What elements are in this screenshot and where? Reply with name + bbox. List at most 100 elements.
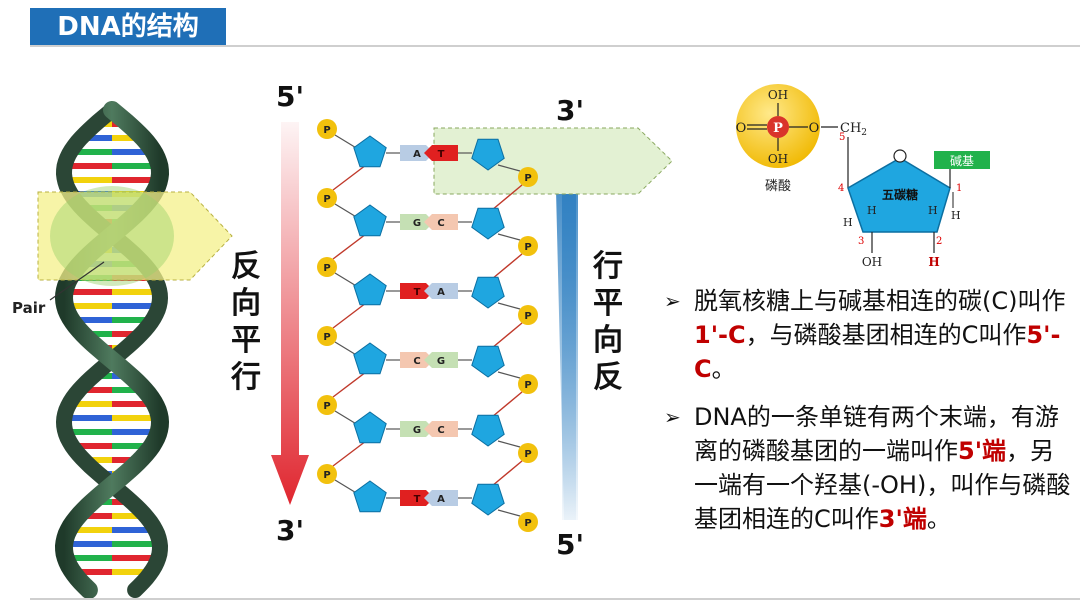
arrow-bullet-icon: ➢ [664, 289, 681, 313]
left-strand-top-end: 5' [276, 80, 305, 113]
phosphate-circle [518, 374, 538, 394]
base-tag [424, 214, 458, 230]
backbone-link [491, 253, 523, 280]
phosphate-oh-top: OH [768, 88, 788, 102]
phosphate-circle [317, 188, 337, 208]
phosphodiester-bond [334, 410, 359, 426]
helix-strand-front [54, 101, 170, 599]
phosphodiester-bond [334, 203, 359, 219]
base-letter: A [437, 494, 445, 505]
phosphodiester-bond [497, 164, 521, 172]
base-letter: C [413, 356, 420, 367]
phosphodiester-bond [334, 479, 359, 495]
deoxyribose-pentagon [847, 157, 951, 233]
c2-hydrogen: H [928, 255, 939, 269]
base-name: 碱基 [950, 154, 974, 168]
phosphate-label: P [323, 263, 330, 274]
phosphodiester-bond [497, 440, 521, 448]
base-letter: T [414, 494, 421, 505]
right-direction-char: 平 [593, 286, 623, 321]
pair-highlight-arrow [37, 191, 233, 281]
right-strand-top-end: 3' [556, 94, 585, 127]
phosphate-circle [317, 326, 337, 346]
phosphate-circle [518, 167, 538, 187]
base-tag [400, 352, 434, 368]
base-tag [400, 145, 434, 161]
phosphodiester-bond [334, 134, 359, 150]
backbone-link [491, 391, 523, 418]
base-tag [424, 283, 458, 299]
left-direction-char: 反 [231, 249, 261, 284]
pair-zoom-ellipse [50, 186, 174, 286]
sugar-name: 五碳糖 [882, 187, 918, 202]
phosphate-label: P [524, 449, 531, 460]
right-direction-text: 行 平 向 反 [588, 248, 628, 396]
sugar-pentagon [471, 414, 505, 447]
right-direction-char: 反 [593, 360, 623, 395]
backbone-link [332, 302, 367, 329]
carbon-number-4: 4 [838, 183, 844, 194]
sugar-pentagon [471, 276, 505, 309]
phosphate-oh-bottom: OH [768, 152, 788, 166]
sugar-pentagon [353, 135, 387, 168]
base-letter: G [437, 356, 445, 367]
bottom-divider [30, 598, 1080, 600]
phosphate-label: P [524, 173, 531, 184]
backbone-link [332, 440, 367, 467]
note-text: 脱氧核糖上与碱基相连的碳(C)叫作1'-C，与磷酸基团相连的C叫作5'-C。 [694, 287, 1066, 383]
phosphodiester-bond [334, 272, 359, 288]
base-letter: T [438, 149, 445, 160]
backbone-link [491, 184, 523, 211]
base-tag [424, 352, 458, 368]
sugar-pentagon [471, 345, 505, 378]
h-c1-outer: H [951, 209, 961, 222]
h-c2-inner: H [928, 204, 938, 217]
base-letter: A [413, 149, 421, 160]
base-tag [400, 490, 434, 506]
phosphate-label: P [524, 518, 531, 529]
note-item: ➢ DNA的一条单链有两个末端，有游离的磷酸基团的一端叫作5'端，另一端有一个羟… [664, 400, 1074, 536]
explanation-notes: ➢ 脱氧核糖上与碱基相连的碳(C)叫作1'-C，与磷酸基团相连的C叫作5'-C。… [664, 284, 1074, 550]
c3-hydroxyl: OH [862, 255, 882, 269]
phosphate-label: P [323, 194, 330, 205]
right-strand-direction-arrow-body [558, 136, 584, 520]
backbone-link [491, 460, 523, 487]
h-c4-outer: H [843, 216, 853, 229]
base-letter: A [437, 287, 445, 298]
backbone-link [332, 233, 367, 260]
phosphodiester-bond [497, 371, 521, 379]
phosphate-label: P [323, 470, 330, 481]
carbon-number-3: 3 [858, 236, 864, 247]
base-label-box [934, 151, 990, 169]
nucleotide-structure: P OH OH O O CH2 磷酸 五碳糖 碱基 5 4 1 3 2 H H … [736, 84, 990, 269]
phosphate-label: P [323, 401, 330, 412]
ring-oxygen [893, 149, 907, 163]
phosphate-label: P [524, 242, 531, 253]
helix-strand-back [55, 102, 169, 598]
base-tag [400, 421, 434, 437]
phosphate-label: P [524, 380, 531, 391]
backbone-link [332, 164, 367, 191]
pair-pointer-line [49, 261, 105, 301]
phosphate-double-o: O [736, 121, 747, 136]
base-letter: T [414, 287, 421, 298]
left-strand-bottom-end: 3' [276, 514, 305, 547]
phosphate-circle [518, 236, 538, 256]
note-text: DNA的一条单链有两个末端，有游离的磷酸基团的一端叫作5'端，另一端有一个羟基(… [694, 403, 1071, 533]
left-direction-char: 行 [231, 360, 261, 395]
phosphorus-symbol: P [773, 121, 783, 136]
base-letter: G [413, 425, 421, 436]
phosphodiester-bond [497, 233, 521, 241]
title-divider [30, 45, 1080, 47]
phosphodiester-bond [497, 302, 521, 310]
right-direction-char: 行 [593, 249, 623, 284]
base-tag [424, 421, 458, 437]
double-helix-illustration [37, 101, 233, 599]
phosphate-circle [317, 119, 337, 139]
right-direction-char: 向 [593, 323, 623, 358]
phosphodiester-bond [497, 509, 521, 517]
phosphate-circle [317, 257, 337, 277]
backbone-link [491, 322, 523, 349]
